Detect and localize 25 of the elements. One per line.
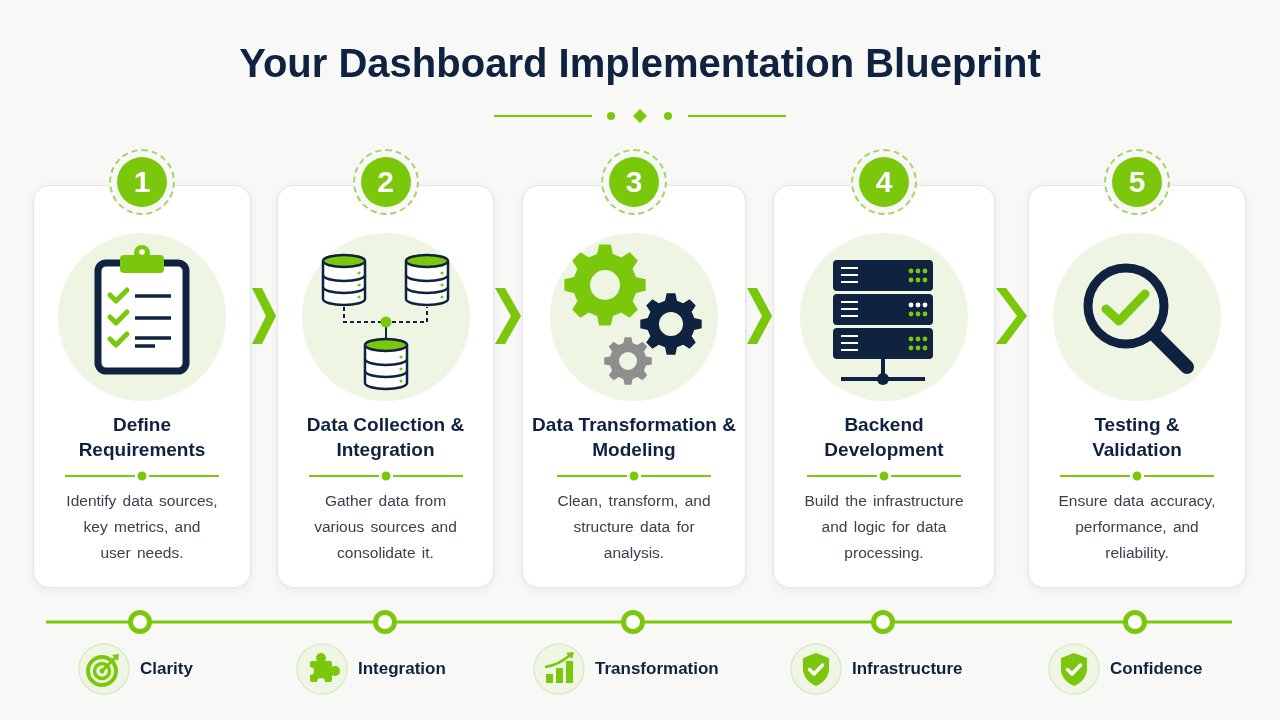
step-title: Testing & Validation: [1091, 413, 1183, 462]
benefit-label: Integration: [358, 658, 446, 681]
chevron-arrow: [252, 288, 276, 344]
step-description: Clean, transform, and structure data for analysis.: [556, 491, 712, 563]
chevron-arrow: [747, 288, 772, 344]
benefit-label: Transformation: [595, 658, 719, 681]
chevron-arrow: [495, 288, 521, 344]
benefit-label: Clarity: [140, 658, 193, 681]
step-description: Ensure data accuracy, performance, and reliability.: [1057, 491, 1217, 563]
step-number: 1: [117, 157, 167, 207]
step-number: 2: [360, 157, 411, 207]
step-description: Build the infrastructure and logic for data processing.: [803, 491, 965, 563]
benefit-label: Confidence: [1110, 658, 1203, 681]
step-number: 4: [859, 157, 909, 207]
chevron-arrow: [996, 288, 1027, 344]
benefit-label: Infrastructure: [852, 658, 963, 681]
title: Your Dashboard Implementation Blueprint: [239, 40, 1041, 87]
step-number: 3: [609, 157, 659, 207]
step-title: Backend Development: [823, 413, 945, 462]
step-title: Define Requirements: [77, 413, 207, 462]
step-title: Data Transformation & Modeling: [531, 413, 737, 462]
step-description: Gather data from various sources and consolidate it.: [313, 491, 458, 563]
step-number: 5: [1112, 157, 1162, 207]
step-title: Data Collection & Integration: [305, 413, 466, 462]
step-description: Identify data sources, key metrics, and user needs.: [65, 491, 219, 563]
